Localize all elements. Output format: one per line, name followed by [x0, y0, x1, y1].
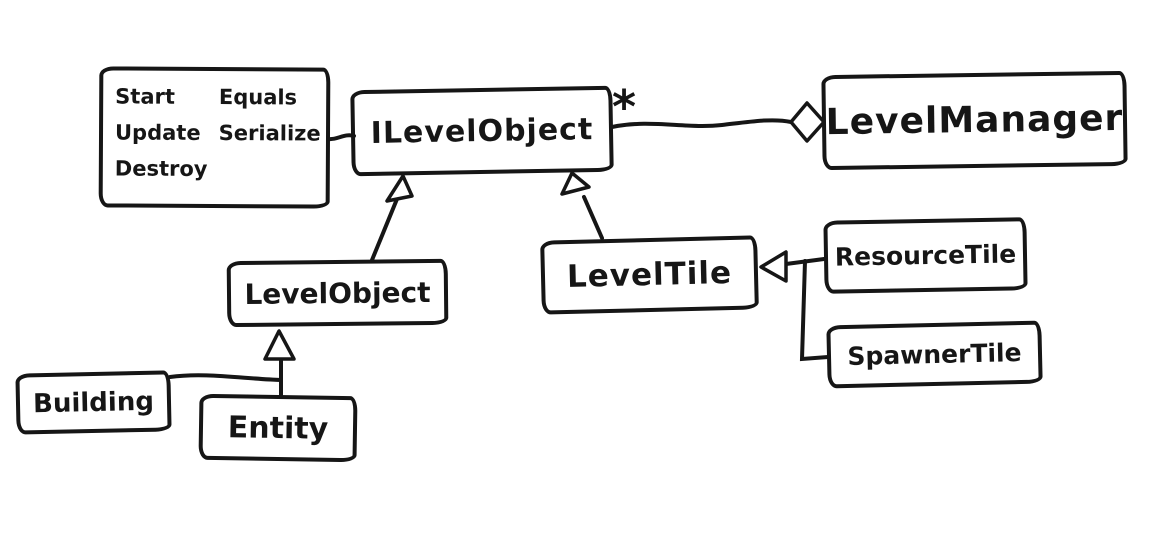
node-ilevelobject: ILevelObject — [350, 85, 614, 177]
class-name: Building — [32, 386, 155, 419]
node-levelmanager: LevelManager — [821, 70, 1128, 171]
class-name: SpawnerTile — [847, 338, 1022, 371]
aggregation-diamond — [789, 101, 826, 143]
edge-ilevelobject-to-levelmanager — [610, 118, 793, 129]
method-label: Serialize — [218, 121, 321, 146]
method-label: Destroy — [114, 156, 208, 181]
class-name: Entity — [227, 409, 329, 447]
inheritance-arrowhead-leveltile — [560, 171, 591, 196]
method-label: Update — [114, 120, 201, 145]
method-list: Start Equals Update Serialize Destroy — [103, 70, 321, 187]
class-name: ILevelObject — [370, 111, 594, 151]
multiplicity-star: * — [612, 80, 637, 134]
method-label: Start — [115, 84, 176, 109]
node-entity: Entity — [198, 393, 358, 463]
method-label: Equals — [218, 85, 298, 110]
edge-levelobject-to-ilevelobject — [370, 197, 399, 262]
class-name: LevelObject — [244, 275, 431, 311]
inheritance-arrowhead-tiles — [759, 250, 788, 283]
edge-resourcetile-to-leveltile — [784, 257, 826, 266]
inheritance-arrowhead-entity — [263, 329, 296, 361]
node-interface-methods: Start Equals Update Serialize Destroy — [98, 66, 331, 209]
class-name: ResourceTile — [834, 239, 1017, 272]
node-levelobject: LevelObject — [226, 258, 449, 328]
node-leveltile: LevelTile — [540, 235, 759, 315]
inheritance-arrowhead-levelobject — [385, 174, 414, 203]
class-name: LevelTile — [566, 254, 733, 296]
edge-building-to-levelobject — [168, 373, 283, 382]
node-building: Building — [15, 370, 172, 435]
class-name: LevelManager — [825, 97, 1124, 144]
node-resourcetile: ResourceTile — [823, 217, 1028, 294]
edge-leveltile-to-ilevelobject — [582, 195, 604, 240]
node-spawnertile: SpawnerTile — [826, 320, 1043, 389]
